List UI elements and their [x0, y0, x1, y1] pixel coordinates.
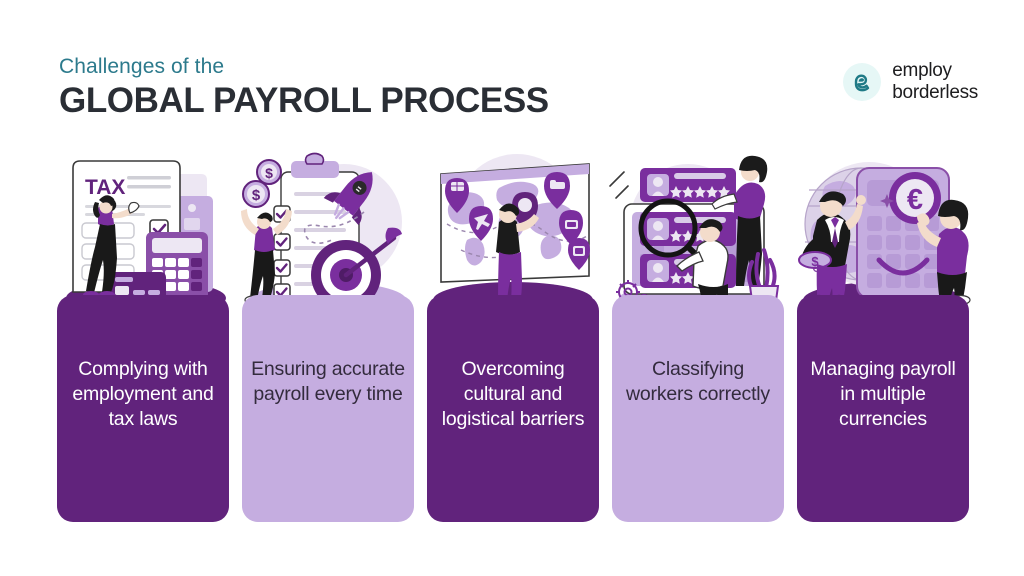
checklist-rocket-target-illustration: $ $: [236, 150, 420, 310]
profile-cards-magnifier-illustration: [606, 150, 790, 310]
challenge-card-5-label: Managing payroll in multiple currencies: [810, 358, 956, 430]
logo-wordmark: employ borderless: [892, 60, 978, 104]
svg-text:€: €: [907, 184, 923, 216]
logo-line-1: employ: [892, 60, 952, 81]
globe-calculator-currency-illustration: € $: [791, 150, 975, 310]
title-eyebrow: Challenges of the: [59, 55, 225, 78]
challenge-cards-row: TAX: [57, 150, 971, 522]
svg-text:$: $: [265, 165, 273, 181]
logo-line-2: borderless: [892, 81, 978, 103]
page-title: Challenges of the GLOBAL PAYROLL PROCESS: [59, 55, 549, 120]
challenge-card-1-panel: Complying with employment and tax laws: [57, 295, 229, 522]
employ-borderless-e-icon: [843, 62, 882, 101]
challenge-card-5[interactable]: € $: [797, 150, 971, 522]
svg-text:TAX: TAX: [85, 176, 125, 199]
svg-text:$: $: [252, 187, 261, 204]
challenge-card-4-panel: Classifying workers correctly: [612, 295, 784, 522]
challenge-card-5-panel: Managing payroll in multiple currencies: [797, 295, 969, 522]
header: Challenges of the GLOBAL PAYROLL PROCESS…: [0, 0, 1024, 150]
challenge-card-2-label: Ensuring accurate payroll every time: [251, 358, 405, 405]
challenge-card-2[interactable]: $ $: [241, 150, 414, 522]
challenge-card-3-label: Overcoming cultural and logistical barri…: [441, 358, 585, 430]
brand-logo: employ borderless: [843, 60, 978, 104]
tax-form-calculator-illustration: TAX: [51, 150, 235, 310]
svg-text:$: $: [811, 254, 819, 269]
world-map-location-pins-illustration: [421, 150, 605, 310]
challenge-card-3[interactable]: Overcoming cultural and logistical barri…: [427, 150, 599, 522]
title-headline: GLOBAL PAYROLL PROCESS: [59, 81, 549, 121]
challenge-card-2-panel: Ensuring accurate payroll every time: [242, 295, 414, 522]
challenge-card-4[interactable]: Classifying workers correctly: [609, 150, 784, 522]
challenge-card-1-label: Complying with employment and tax laws: [72, 358, 214, 430]
challenge-card-3-panel: Overcoming cultural and logistical barri…: [427, 295, 599, 522]
challenge-card-4-label: Classifying workers correctly: [626, 358, 770, 405]
challenge-card-1[interactable]: TAX: [57, 150, 229, 522]
